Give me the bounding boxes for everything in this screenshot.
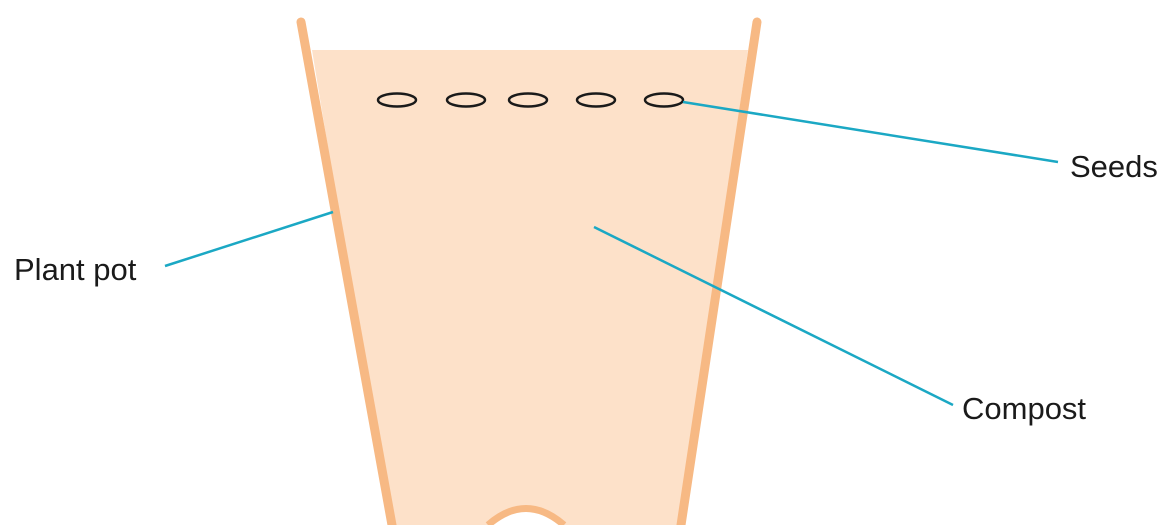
compost-leader-line — [593, 225, 954, 407]
seed — [376, 92, 418, 108]
seed — [643, 92, 685, 108]
pot-right-wall — [676, 17, 762, 525]
seed — [507, 92, 549, 108]
pot-left-wall — [296, 17, 397, 525]
compost-fill — [312, 50, 748, 525]
seeds-group — [376, 92, 685, 108]
compost-label: Compost — [962, 391, 1086, 426]
seed — [575, 92, 617, 108]
seeds-leader-line — [682, 100, 1059, 164]
seed — [445, 92, 487, 108]
drainage-hole — [485, 505, 567, 525]
seeds-label: Seeds — [1070, 149, 1158, 184]
plant-pot-label: Plant pot — [14, 252, 137, 287]
plant-pot-leader-line — [164, 210, 334, 268]
